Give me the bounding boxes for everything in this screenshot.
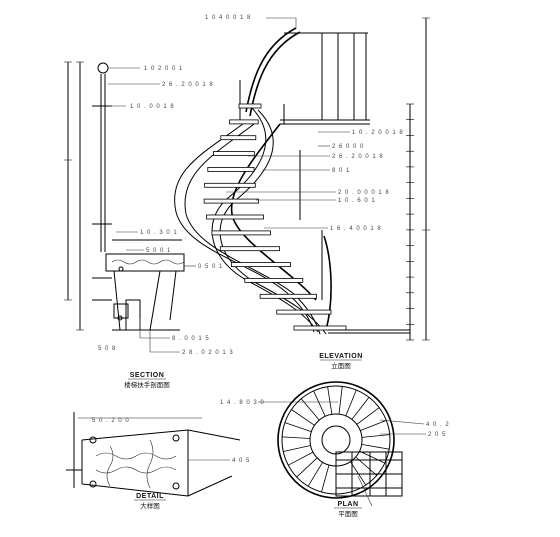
tread-slab-section [105, 253, 185, 272]
svg-text:2 6 . 2 0 0 1 8: 2 6 . 2 0 0 1 8 [332, 154, 384, 160]
elevation-title: ELEVATION [319, 353, 363, 360]
svg-text:5 0 0 1: 5 0 0 1 [146, 248, 171, 254]
svg-text:4 0 . 2: 4 0 . 2 [426, 422, 450, 428]
section-title: SECTION [130, 372, 165, 379]
svg-text:8 . 0 0 1 5: 8 . 0 0 1 5 [172, 336, 210, 342]
plan-tread-line [284, 422, 312, 432]
plan-tread-line [321, 464, 330, 493]
svg-text:1 0 . 0 0 1 8: 1 0 . 0 0 1 8 [130, 104, 175, 110]
plan-tread-line [300, 398, 320, 421]
plan-title: PLAN [337, 501, 358, 508]
elevation-view: 1 0 4 0 0 1 8 1 0 . 2 0 0 1 8 2 6 0 0 0 … [174, 15, 430, 341]
plan-tread-line [327, 386, 333, 415]
plan-tread-line [361, 434, 390, 438]
tread [220, 135, 257, 141]
plan-caption: 平面图 [338, 510, 358, 518]
section-view: 1 0 2 0 0 1 2 6 . 2 0 0 1 8 1 0 . 0 0 1 … [64, 61, 234, 356]
svg-text:1 4 . 8 0 3 0: 1 4 . 8 0 3 0 [220, 400, 265, 406]
tread [219, 246, 281, 252]
svg-text:1 6 . 4 0 0 1 8: 1 6 . 4 0 0 1 8 [330, 226, 382, 232]
svg-text:8 0 1: 8 0 1 [332, 168, 350, 174]
plan-tread-line [345, 389, 357, 417]
tread [230, 262, 291, 268]
svg-text:2 6 0 0 0: 2 6 0 0 0 [332, 144, 364, 150]
svg-text:1 0 . 3 0 1: 1 0 . 3 0 1 [140, 230, 178, 236]
tread-group [203, 103, 347, 331]
plan-tread-line [307, 462, 323, 487]
plan-tread-line [283, 445, 311, 452]
tread [238, 103, 262, 109]
svg-text:0 5 0 1: 0 5 0 1 [198, 264, 223, 270]
handrail-section-circle [97, 62, 109, 74]
svg-text:5 0 8: 5 0 8 [98, 346, 116, 352]
tread [203, 198, 259, 204]
plan-tread-line [338, 386, 343, 415]
plan-tread-line [356, 407, 380, 425]
tread [204, 182, 256, 188]
svg-text:4 0 5: 4 0 5 [232, 458, 250, 464]
plan-tread-line [360, 420, 387, 431]
tread [293, 325, 347, 331]
section-caption: 楼梯扶手剖面图 [124, 380, 170, 389]
tread [206, 214, 264, 220]
plan-tread-line [291, 409, 315, 426]
plan-tread-line [351, 396, 370, 420]
detail-title: DETAIL [136, 493, 164, 500]
svg-text:5 0 . 2 0 0: 5 0 . 2 0 0 [92, 418, 130, 424]
plan-view: 1 4 . 8 0 3 0 4 0 . 2 2 0 5 [220, 381, 450, 507]
tread [229, 119, 259, 125]
svg-text:1 0 . 2 0 0 1 8: 1 0 . 2 0 0 1 8 [352, 130, 404, 136]
tread [212, 151, 255, 157]
tread [259, 293, 317, 299]
tread [276, 309, 332, 315]
detail-caption: 大样图 [140, 501, 160, 510]
tread [244, 277, 304, 283]
svg-text:2 0 . 0 0 0 1 8: 2 0 . 0 0 0 1 8 [338, 190, 390, 196]
elevation-caption: 立面图 [331, 361, 351, 370]
svg-text:2 8 . 0 2 0 1 3: 2 8 . 0 2 0 1 3 [182, 350, 234, 356]
svg-text:1 0 . 6 0 1: 1 0 . 6 0 1 [338, 198, 376, 204]
riser-dimension-ticks [406, 103, 414, 341]
plan-tread-line [282, 436, 311, 439]
plan-tread-lines [282, 386, 390, 494]
plan-tread-line [359, 450, 385, 464]
plan-tread-line [350, 461, 367, 486]
detail-view: 4 0 5 5 0 . 2 0 0 [66, 412, 250, 497]
plan-tread-line [313, 390, 326, 417]
svg-text:2 6 . 2 0 0 1 8: 2 6 . 2 0 0 1 8 [162, 82, 214, 88]
svg-text:2 0 5: 2 0 5 [428, 432, 446, 438]
plan-tread-line [288, 451, 314, 466]
svg-text:1 0 4 0 0 1 8: 1 0 4 0 0 1 8 [205, 15, 251, 21]
tread [211, 230, 271, 236]
plan-tread-line [361, 444, 390, 450]
plan-tread-line [296, 457, 318, 478]
tread [207, 166, 255, 172]
svg-text:1 0 2 0 0 1: 1 0 2 0 0 1 [144, 66, 183, 72]
